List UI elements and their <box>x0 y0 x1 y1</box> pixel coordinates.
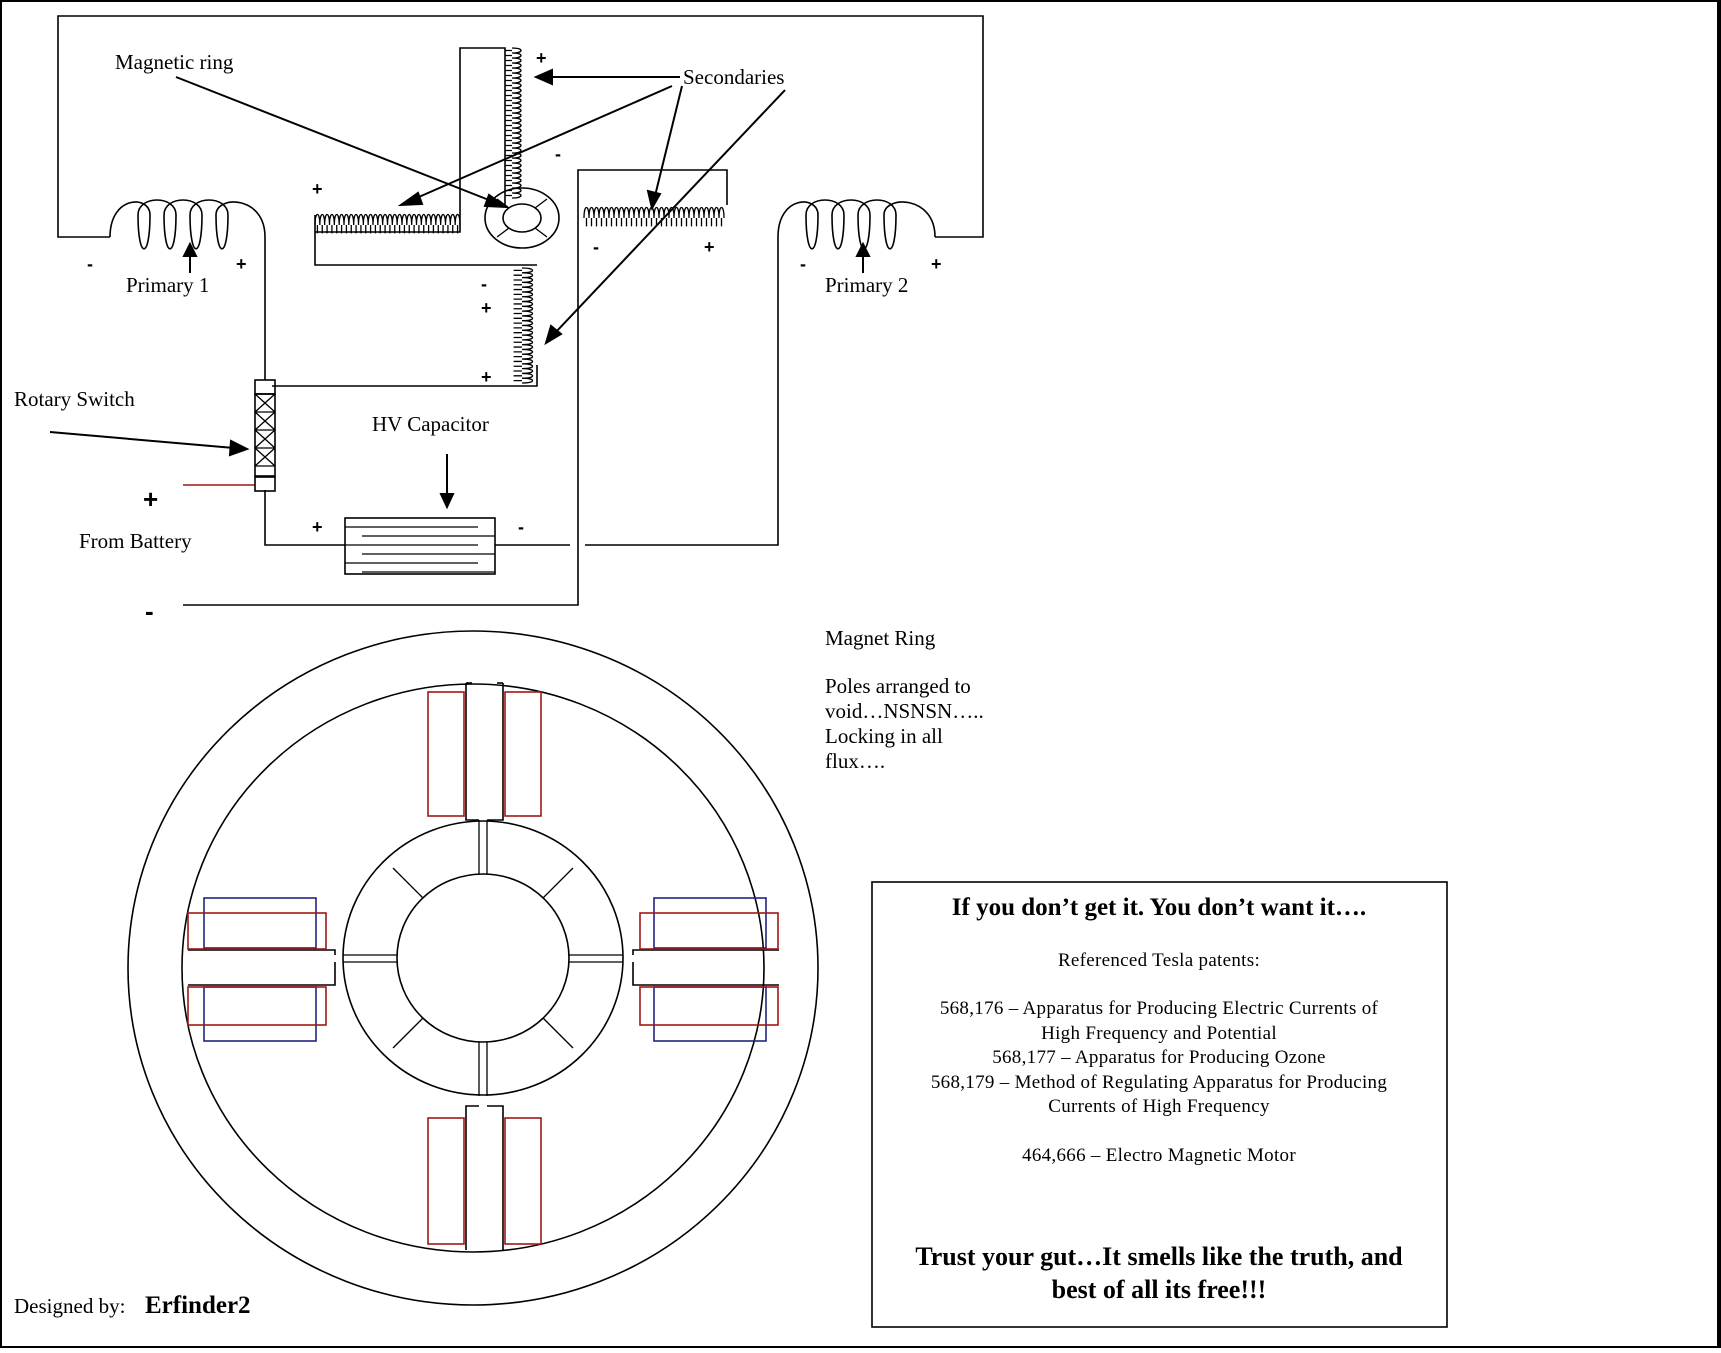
plus-sign: + <box>536 48 547 68</box>
annotation-arrows <box>49 68 871 510</box>
pole-right <box>632 897 779 1042</box>
arrow-head <box>483 193 510 209</box>
plus-sign: + <box>704 237 715 257</box>
patent-line: 568,179 – Method of Regulating Apparatus… <box>931 1072 1388 1093</box>
label-secondaries: Secondaries <box>683 65 784 89</box>
patent-line: 464,666 – Electro Magnetic Motor <box>1022 1145 1296 1166</box>
minus-sign: - <box>593 237 599 257</box>
patent-line: High Frequency and Potential <box>1041 1023 1277 1044</box>
credit-label: Designed by: <box>14 1294 125 1318</box>
magnet-ring-large <box>127 630 819 1306</box>
label-rotary-switch: Rotary Switch <box>14 387 135 411</box>
info-subheading: Referenced Tesla patents: <box>1058 950 1260 971</box>
magnet-ring-title: Magnet Ring <box>825 626 936 650</box>
pole-left <box>187 897 336 1042</box>
note-line: flux…. <box>825 749 885 773</box>
minus-sign: - <box>481 274 487 294</box>
plus-sign: + <box>931 254 942 274</box>
coil-winding <box>513 267 534 384</box>
minus-sign: - <box>555 144 561 164</box>
note-line: Poles arranged to <box>825 674 971 698</box>
rotary-switch <box>254 379 276 492</box>
patent-line: 568,176 – Apparatus for Producing Electr… <box>940 998 1379 1019</box>
credit-name: Erfinder2 <box>145 1292 251 1319</box>
hv-capacitor <box>344 517 496 575</box>
coil-winding <box>504 47 522 199</box>
plus-sign: + <box>236 254 247 274</box>
primary-2-coil <box>777 199 936 250</box>
info-heading: If you don’t get it. You don’t want it…. <box>952 894 1366 921</box>
plus-sign: + <box>312 179 323 199</box>
label-magnetic-ring: Magnetic ring <box>115 50 234 74</box>
plus-sign: + <box>481 298 492 318</box>
secondary-coil-left <box>314 213 461 234</box>
label-primary-1: Primary 1 <box>126 273 209 297</box>
battery-minus-sign: - <box>145 596 154 626</box>
patent-line: Currents of High Frequency <box>1048 1096 1270 1117</box>
info-footer-line: Trust your gut…It smells like the truth,… <box>915 1242 1403 1271</box>
plus-sign: + <box>481 367 492 387</box>
coil-winding <box>314 213 461 234</box>
minus-sign: - <box>800 254 806 274</box>
label-primary-2: Primary 2 <box>825 273 908 297</box>
plus-sign: + <box>312 517 323 537</box>
minus-sign: - <box>87 254 93 274</box>
battery-plus-sign: + <box>143 484 158 514</box>
primary-1-coil <box>109 199 266 250</box>
secondary-coil-right <box>583 206 725 227</box>
note-line: void…NSNSN….. <box>825 699 984 723</box>
pole-top <box>427 682 542 821</box>
designer-credit: Designed by: Erfinder2 <box>14 1292 251 1319</box>
pole-bottom <box>427 1105 542 1250</box>
note-line: Locking in all <box>825 724 943 748</box>
coil-winding <box>583 206 725 227</box>
magnetic-ring-small <box>484 187 560 249</box>
info-footer-line: best of all its free!!! <box>1052 1275 1267 1304</box>
label-from-battery: From Battery <box>79 529 192 553</box>
minus-sign: - <box>518 517 524 537</box>
circuit-wiring <box>57 15 984 606</box>
patent-line: 568,177 – Apparatus for Producing Ozone <box>992 1047 1326 1068</box>
secondary-coil-top <box>504 47 522 199</box>
secondary-coil-bottom <box>513 267 534 384</box>
magnet-ring-notes: Magnet Ring Poles arranged to void…NSNSN… <box>825 626 984 773</box>
polarity-markers: + - + - + - + - + - + + + - + - <box>87 48 942 626</box>
label-hv-capacitor: HV Capacitor <box>372 412 489 436</box>
patents-info-box: If you don’t get it. You don’t want it….… <box>871 881 1448 1328</box>
